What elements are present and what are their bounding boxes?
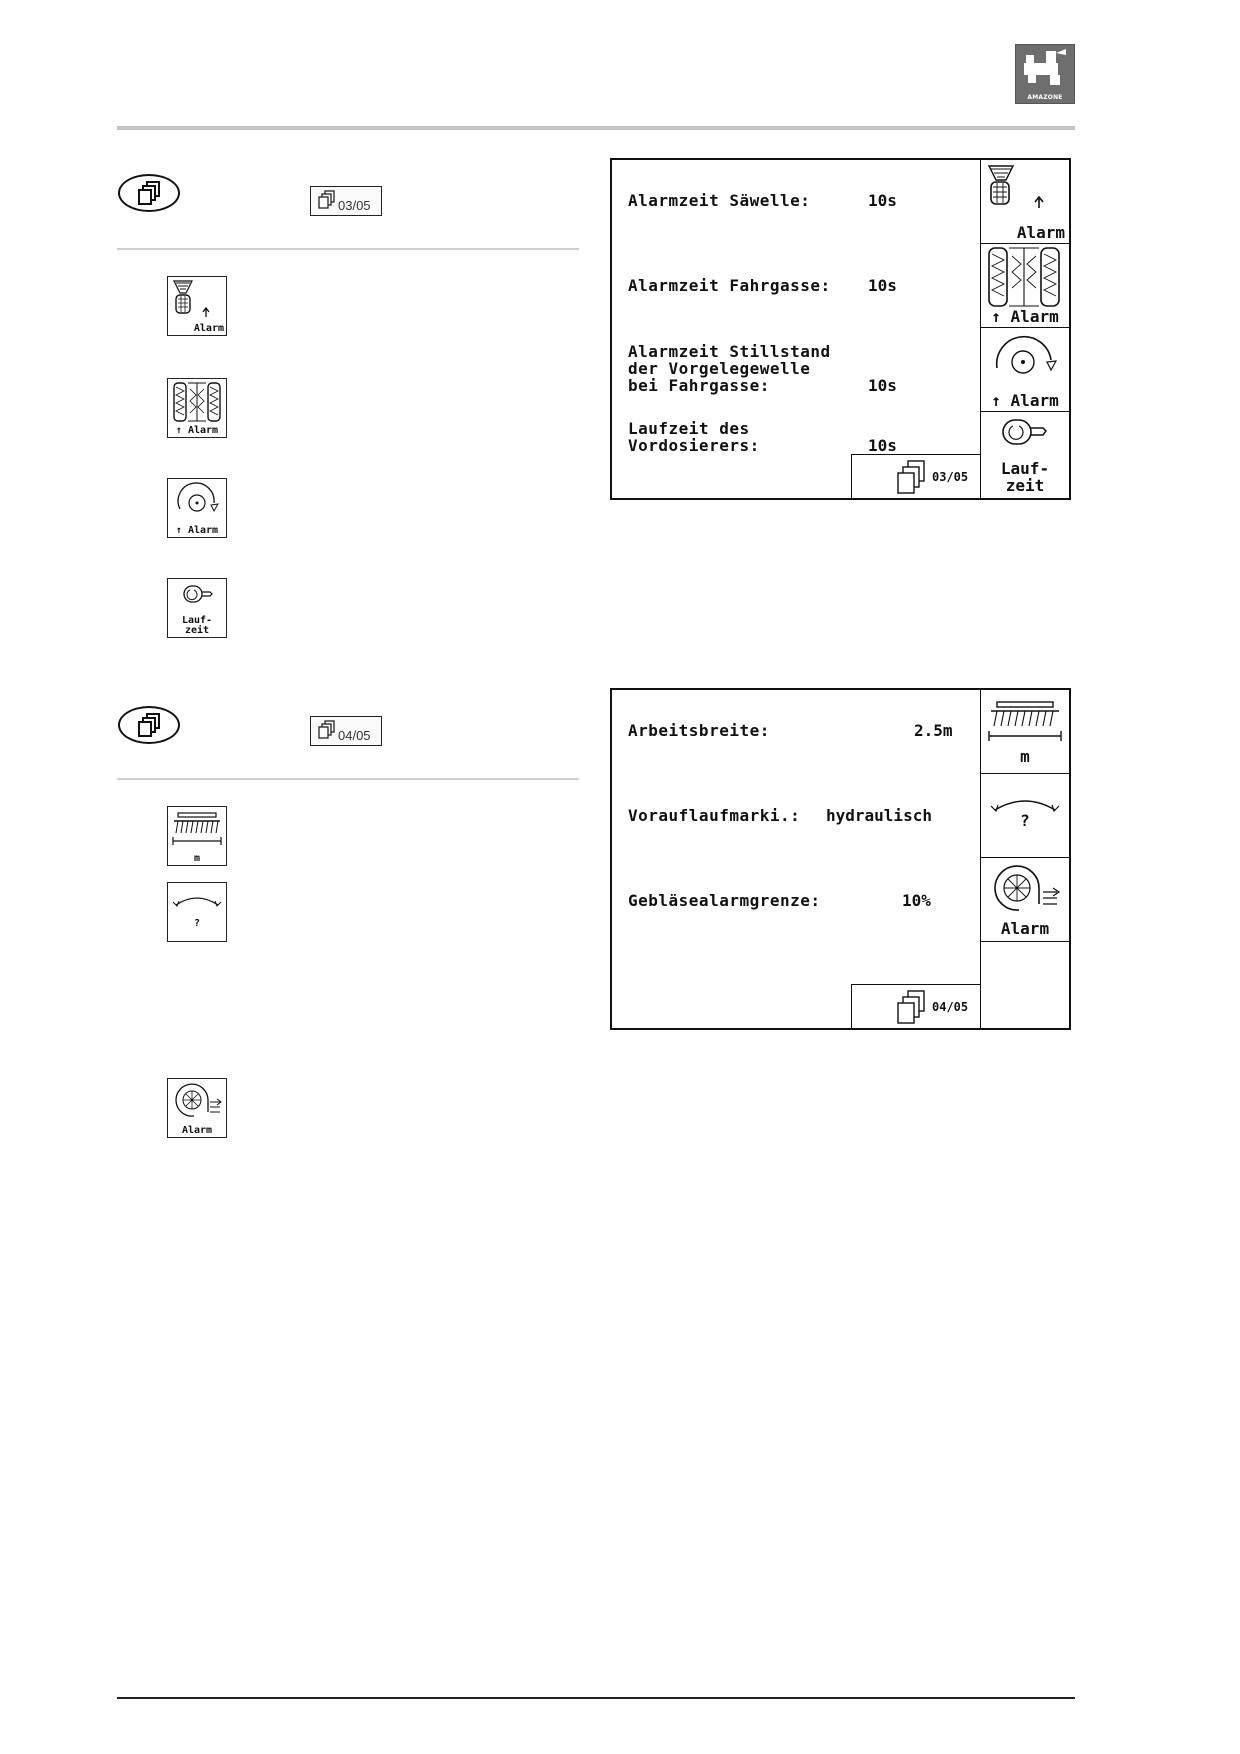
pages-icon — [318, 720, 335, 739]
pages-icon — [138, 181, 160, 205]
softkey-label: ? — [1020, 811, 1030, 830]
pre-emergence-marker-icon — [990, 800, 1060, 813]
screen-row-value: 10% — [902, 891, 931, 910]
screen-row-label: Arbeitsbreite: — [628, 721, 770, 740]
seed-shaft-alarm-button: Alarm — [167, 276, 227, 336]
screen-row-value: 10s — [868, 276, 897, 295]
amazone-logo: AMAZONE — [1015, 44, 1075, 104]
blower-alarm-icon — [175, 1083, 222, 1117]
softkey-blower-alarm[interactable]: Alarm — [981, 858, 1069, 942]
shaft-standstill-alarm-icon — [177, 482, 219, 513]
pages-icon — [897, 459, 925, 494]
screen-page-box: 03/05 — [851, 454, 981, 498]
page-indicator: 04/05 — [310, 716, 382, 746]
softkey-label: Lauf- zeit — [1000, 459, 1050, 495]
softkey-working-width[interactable]: m — [981, 690, 1069, 774]
pre-metering-runtime-icon — [183, 585, 213, 603]
blower-alarm-icon — [994, 865, 1061, 911]
screen-row-label: Alarmzeit Stillstand der Vorgelegewelle … — [628, 342, 831, 395]
screen-row-label: Laufzeit des Vordosierers: — [628, 419, 760, 455]
shaft-standstill-alarm-label: ↑ Alarm — [175, 525, 219, 536]
softkey-pre-metering-runtime[interactable]: Lauf- zeit — [981, 412, 1069, 498]
softkey-label: ↑ Alarm — [991, 391, 1059, 410]
softkey-tramline-alarm[interactable]: ↑ Alarm — [981, 244, 1069, 328]
softkey-seed-shaft-alarm[interactable]: Alarm — [981, 160, 1069, 244]
page-key-button[interactable] — [118, 174, 180, 212]
screen-row-label: Alarmzeit Säwelle: — [628, 191, 811, 210]
screen-row-label: Vorauflaufmarki.: — [628, 806, 801, 825]
screen-page-text: 04/05 — [932, 999, 969, 1014]
softkey-label: ↑ Alarm — [981, 308, 1069, 325]
screen-row-label: Gebläsealarmgrenze: — [628, 891, 821, 910]
terminal-screen-page-3: Alarmzeit Säwelle: 10s Alarmzeit Fahrgas… — [610, 158, 1071, 500]
section-rule — [117, 248, 579, 250]
shaft-standstill-alarm-icon — [995, 335, 1058, 374]
softkey-label: m — [1020, 747, 1030, 766]
header-rule — [117, 126, 1075, 130]
screen-row-value: 10s — [868, 191, 897, 210]
footer-rule — [117, 1697, 1075, 1699]
screen-page-text: 03/05 — [932, 469, 969, 484]
page-indicator-text: 04/05 — [338, 728, 371, 743]
tramline-alarm-icon — [988, 247, 1060, 307]
screen-row-value: 10s — [868, 436, 897, 455]
screen-row-value: hydraulisch — [826, 806, 932, 825]
seed-shaft-alarm-icon — [173, 280, 210, 317]
blower-alarm-label: Alarm — [181, 1125, 213, 1136]
section-rule — [117, 778, 579, 780]
pre-emergence-marker-icon — [172, 897, 222, 907]
seed-shaft-alarm-label: Alarm — [193, 323, 224, 334]
pages-icon — [897, 989, 925, 1024]
page-indicator-text: 03/05 — [338, 198, 371, 213]
screen-row-label: Alarmzeit Fahrgasse: — [628, 276, 831, 295]
pages-icon — [318, 190, 335, 209]
page-indicator: 03/05 — [310, 186, 382, 216]
screen-row-value: 2.5m — [914, 721, 953, 740]
screen-page-box: 04/05 — [851, 984, 981, 1028]
pre-metering-runtime-label: Lauf- zeit — [181, 615, 213, 636]
pre-emergence-marker-button: ? — [167, 882, 227, 942]
screen-row-value: 10s — [868, 376, 897, 395]
pre-metering-runtime-icon — [1002, 419, 1047, 445]
tramline-alarm-icon — [173, 382, 221, 422]
pre-metering-runtime-button: Lauf- zeit — [167, 578, 227, 638]
tramline-alarm-label: ↑ Alarm — [175, 425, 219, 436]
softkey-pre-emergence-marker[interactable]: ? — [981, 774, 1069, 858]
working-width-icon — [172, 812, 222, 845]
softkey-label: Alarm — [1000, 919, 1050, 938]
working-width-icon — [988, 701, 1062, 741]
working-width-label: m — [193, 853, 201, 864]
blower-alarm-button: Alarm — [167, 1078, 227, 1138]
terminal-screen-page-4: Arbeitsbreite: 2.5m Vorauflaufmarki.: hy… — [610, 688, 1071, 1030]
working-width-button: m — [167, 806, 227, 866]
shaft-standstill-alarm-button: ↑ Alarm — [167, 478, 227, 538]
soft-key-column: m ? Alarm — [980, 690, 1069, 1028]
tractor-logo-icon — [1024, 49, 1066, 85]
softkey-shaft-standstill-alarm[interactable]: ↑ Alarm — [981, 328, 1069, 412]
tramline-alarm-button: ↑ Alarm — [167, 378, 227, 438]
pages-icon — [138, 713, 160, 737]
seed-shaft-alarm-icon — [987, 165, 1044, 208]
softkey-label: Alarm — [1016, 223, 1065, 242]
soft-key-column: Alarm ↑ Alarm ↑ Al — [980, 160, 1069, 498]
pre-emergence-marker-label: ? — [193, 918, 201, 929]
logo-text: AMAZONE — [1027, 94, 1063, 101]
page-key-button[interactable] — [118, 706, 180, 744]
